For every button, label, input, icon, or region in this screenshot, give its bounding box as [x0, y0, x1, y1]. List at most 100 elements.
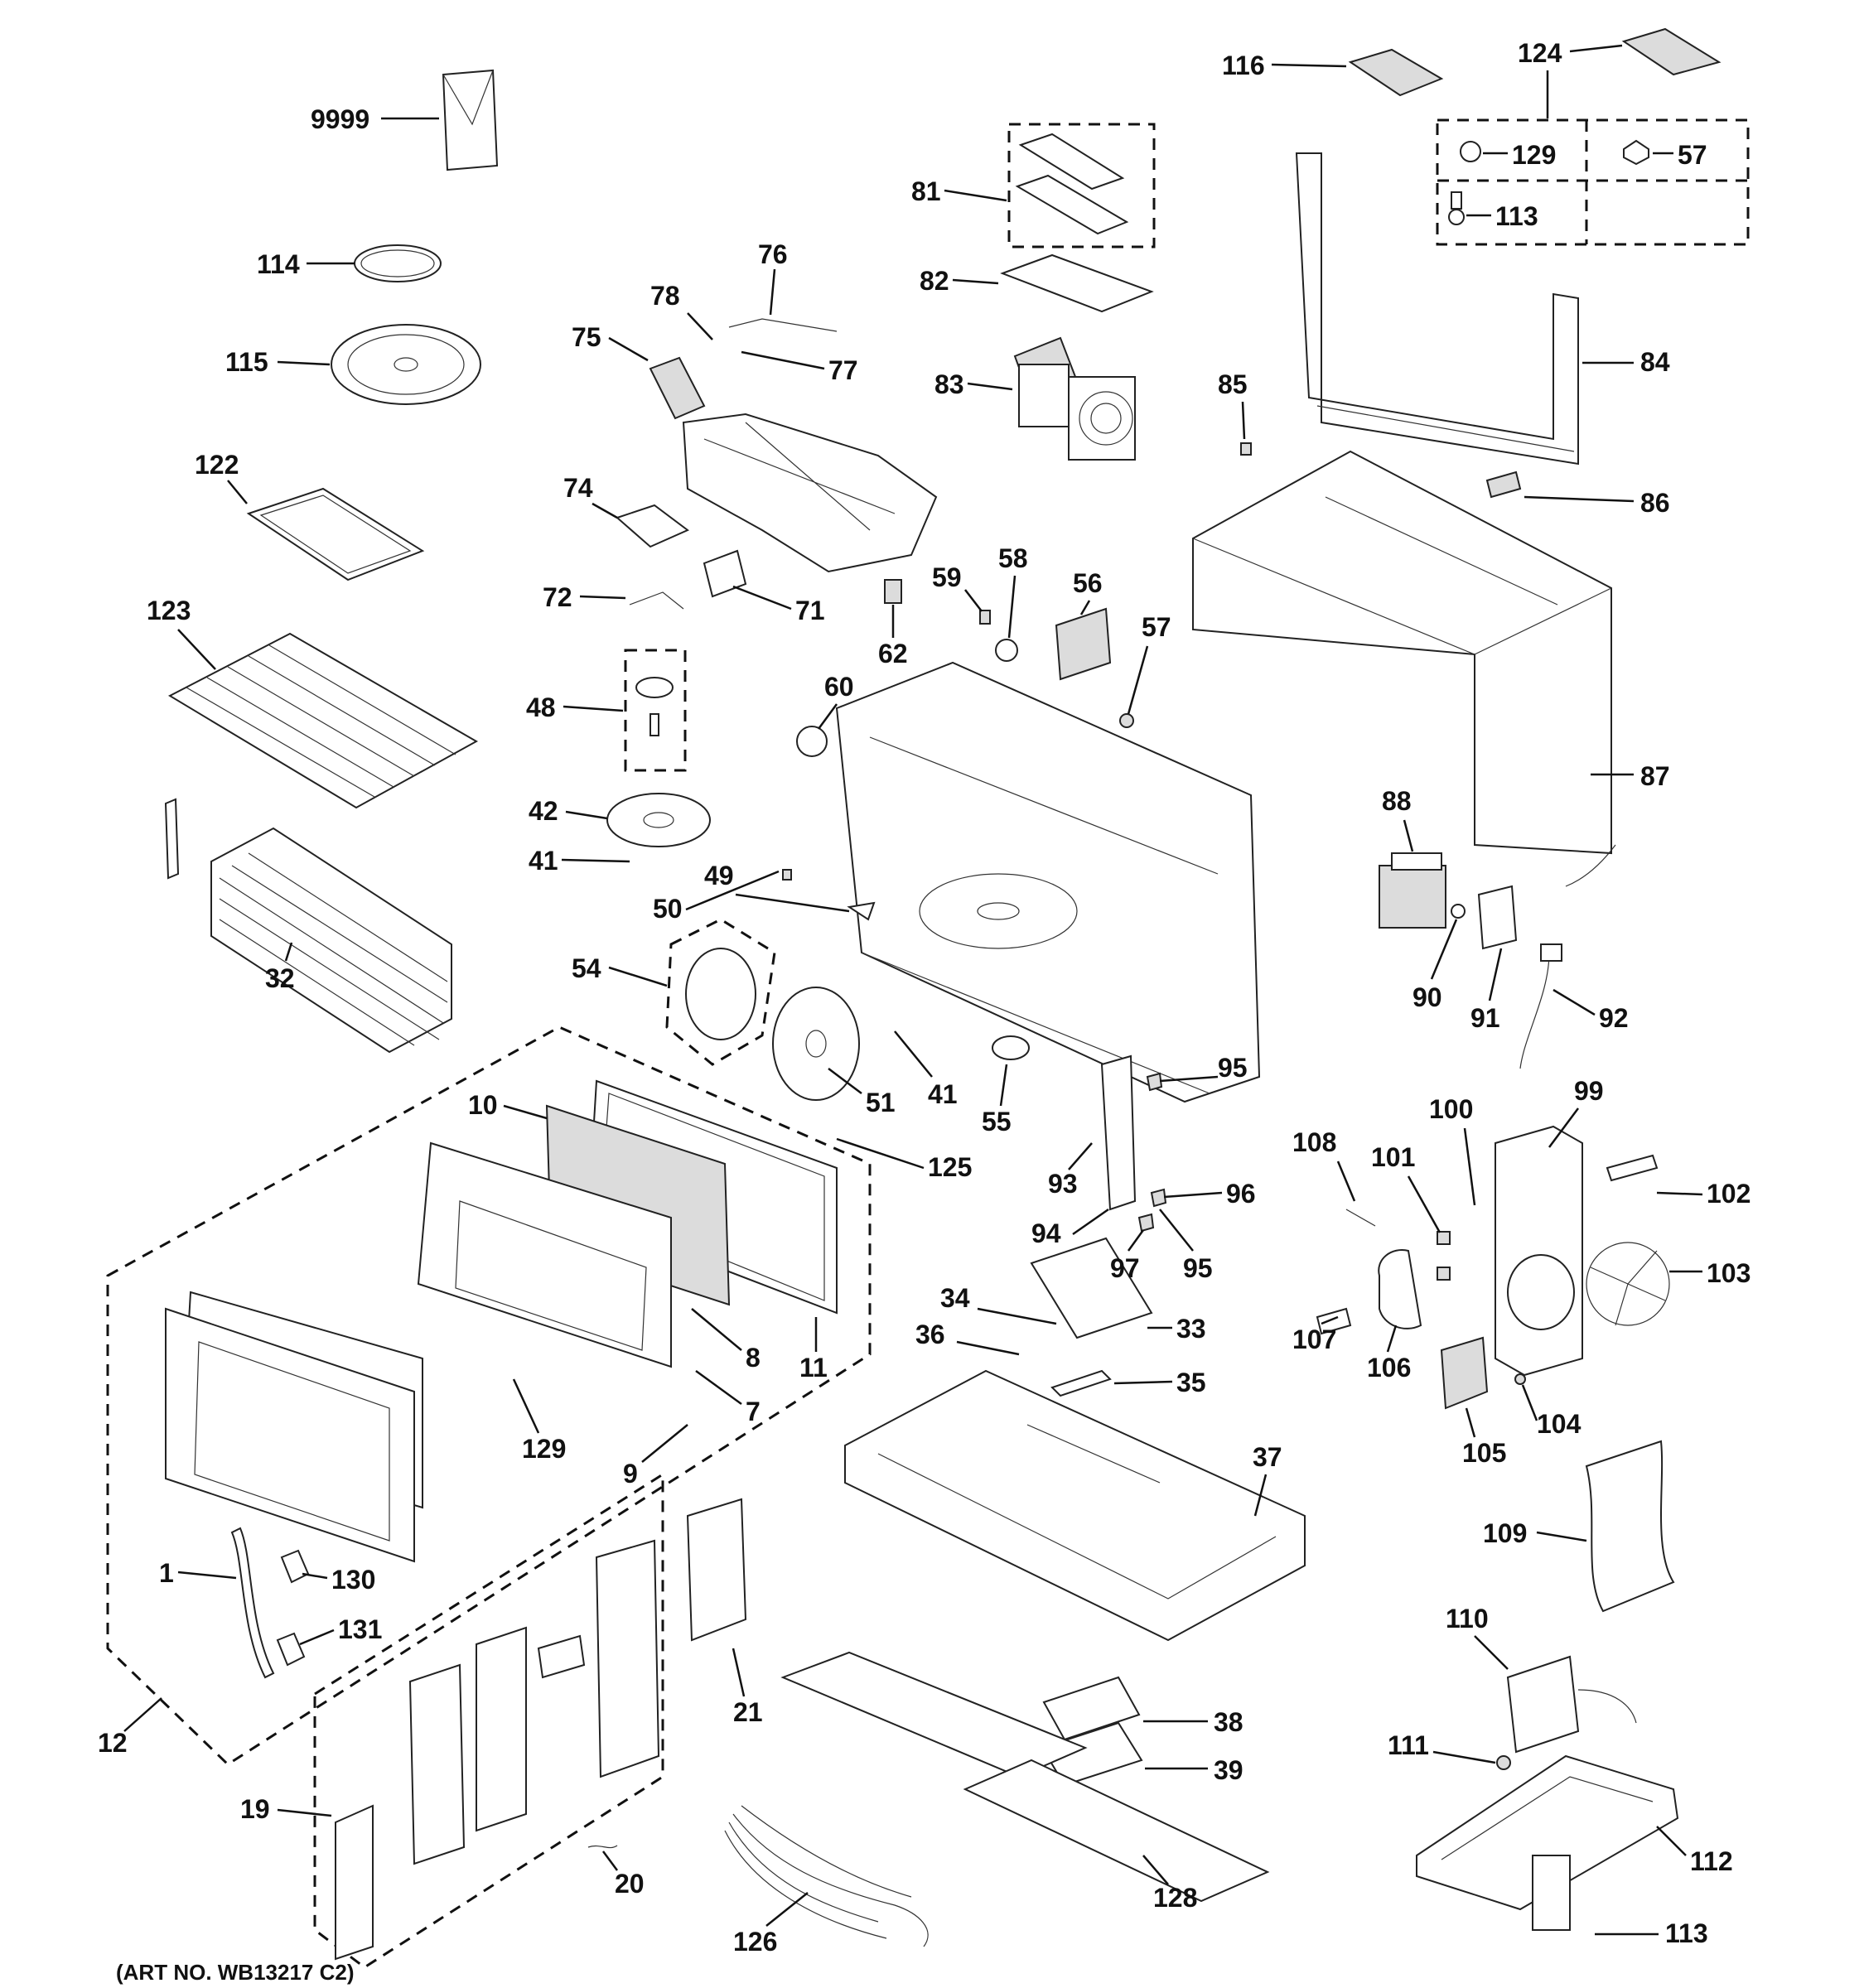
svg-text:110: 110	[1446, 1604, 1489, 1633]
svg-text:36: 36	[915, 1320, 945, 1349]
svg-text:57: 57	[1678, 140, 1707, 170]
callout-131: 131	[299, 1614, 382, 1646]
callout-10: 10	[468, 1090, 548, 1120]
svg-text:106: 106	[1367, 1353, 1411, 1382]
svg-text:35: 35	[1176, 1368, 1206, 1397]
svg-text:102: 102	[1707, 1179, 1751, 1209]
part-illustrations	[106, 27, 1750, 1969]
svg-text:50: 50	[653, 894, 683, 924]
callout-9: 9	[623, 1424, 688, 1489]
svg-text:128: 128	[1153, 1883, 1197, 1913]
callout-110: 110	[1446, 1604, 1509, 1670]
svg-text:97: 97	[1110, 1253, 1140, 1283]
svg-text:10: 10	[468, 1090, 498, 1120]
callout-21: 21	[732, 1648, 763, 1727]
callout-41-a: 41	[529, 846, 630, 876]
svg-text:111: 111	[1388, 1730, 1429, 1760]
callout-112: 112	[1656, 1826, 1733, 1876]
svg-text:94: 94	[1031, 1218, 1061, 1248]
callout-115: 115	[225, 347, 331, 377]
callout-99: 99	[1548, 1076, 1604, 1148]
callout-95-b: 95	[1159, 1209, 1213, 1283]
kit-19-boundary	[313, 1472, 664, 1969]
svg-text:8: 8	[746, 1343, 761, 1373]
callout-94: 94	[1031, 1208, 1109, 1248]
callout-96: 96	[1163, 1179, 1256, 1209]
callout-72: 72	[543, 582, 626, 612]
svg-text:116: 116	[1222, 51, 1265, 80]
callout-101: 101	[1371, 1142, 1441, 1233]
callout-57-main: 57	[1127, 612, 1171, 715]
svg-text:7: 7	[746, 1397, 761, 1426]
svg-text:41: 41	[529, 846, 558, 876]
callout-33: 33	[1147, 1314, 1206, 1344]
callout-93: 93	[1048, 1142, 1093, 1199]
callout-34: 34	[940, 1283, 1057, 1325]
svg-text:124: 124	[1518, 38, 1562, 68]
callout-19: 19	[240, 1794, 332, 1824]
callout-39: 39	[1145, 1755, 1243, 1785]
svg-text:71: 71	[795, 596, 825, 625]
callout-60: 60	[817, 672, 854, 730]
svg-text:12: 12	[98, 1728, 128, 1758]
svg-text:129: 129	[1512, 140, 1556, 170]
callout-129-kit: 129	[1483, 140, 1556, 170]
callout-57-kit: 57	[1653, 140, 1707, 170]
callout-85: 85	[1218, 369, 1248, 440]
callout-32: 32	[265, 942, 295, 993]
callout-75: 75	[572, 322, 649, 362]
callout-91: 91	[1470, 948, 1503, 1033]
svg-text:100: 100	[1429, 1094, 1473, 1124]
svg-text:33: 33	[1176, 1314, 1206, 1344]
svg-text:125: 125	[928, 1152, 972, 1182]
svg-text:130: 130	[331, 1565, 375, 1595]
callout-59: 59	[932, 562, 983, 612]
svg-text:49: 49	[704, 861, 734, 890]
callout-41-b: 41	[894, 1030, 958, 1109]
svg-text:129: 129	[522, 1434, 566, 1464]
callout-92: 92	[1553, 988, 1629, 1033]
svg-text:38: 38	[1214, 1707, 1243, 1737]
svg-text:9999: 9999	[311, 104, 369, 134]
kit-81-boundary	[1007, 123, 1156, 248]
callout-37: 37	[1253, 1442, 1282, 1517]
callout-95-a: 95	[1159, 1053, 1248, 1083]
svg-text:109: 109	[1483, 1518, 1527, 1548]
svg-text:58: 58	[998, 543, 1028, 573]
svg-text:76: 76	[758, 239, 788, 269]
svg-text:56: 56	[1073, 568, 1103, 598]
svg-text:78: 78	[650, 281, 680, 311]
svg-text:86: 86	[1640, 488, 1670, 518]
svg-text:85: 85	[1218, 369, 1248, 399]
callout-97: 97	[1110, 1229, 1145, 1283]
callout-81: 81	[911, 176, 1007, 206]
callout-126: 126	[733, 1892, 809, 1957]
callout-108: 108	[1292, 1127, 1356, 1202]
svg-text:101: 101	[1371, 1142, 1415, 1172]
callout-116: 116	[1222, 51, 1347, 80]
svg-text:54: 54	[572, 953, 601, 983]
callout-105: 105	[1462, 1407, 1506, 1468]
svg-text:84: 84	[1640, 347, 1670, 377]
svg-text:83: 83	[934, 369, 964, 399]
callout-100: 100	[1429, 1094, 1476, 1206]
svg-text:21: 21	[733, 1697, 763, 1727]
svg-text:88: 88	[1382, 786, 1412, 816]
svg-text:32: 32	[265, 963, 295, 993]
callout-38: 38	[1143, 1707, 1243, 1737]
svg-text:112: 112	[1690, 1846, 1733, 1876]
callout-36: 36	[915, 1320, 1020, 1356]
svg-text:62: 62	[878, 639, 908, 668]
callout-50: 50	[653, 870, 780, 924]
callout-82: 82	[920, 266, 999, 296]
callout-107: 107	[1292, 1315, 1339, 1354]
callout-8: 8	[691, 1308, 761, 1373]
svg-text:74: 74	[563, 473, 593, 503]
svg-text:91: 91	[1470, 1003, 1500, 1033]
callout-labels: 9999 114 115 122 123 32 81 82 83 76 78 7…	[98, 38, 1751, 1957]
svg-text:115: 115	[225, 347, 268, 377]
callout-102: 102	[1656, 1179, 1751, 1209]
svg-text:57: 57	[1142, 612, 1171, 642]
svg-text:99: 99	[1574, 1076, 1604, 1106]
